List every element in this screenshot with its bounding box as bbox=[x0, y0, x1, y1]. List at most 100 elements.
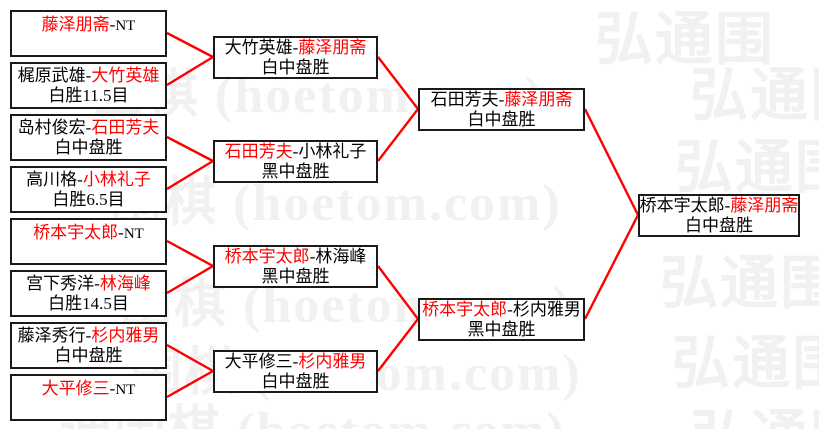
player-separator: - bbox=[292, 142, 299, 162]
winner-name: 桥本宇太郎 bbox=[224, 247, 310, 267]
match-box-r1m5[interactable]: 桥本宇太郎-NT bbox=[10, 218, 167, 265]
match-players: 石田芳夫-小林礼子 bbox=[225, 142, 367, 161]
player-separator: - bbox=[85, 118, 92, 138]
loser-name: 林海峰 bbox=[315, 247, 367, 267]
match-result: 白中盘胜 bbox=[261, 371, 330, 391]
loser-name: 大平修三 bbox=[224, 352, 293, 372]
player-separator: - bbox=[94, 274, 100, 294]
connector-r1m3-r1m4-to-r2m2 bbox=[166, 135, 216, 191]
player-separator: - bbox=[498, 90, 505, 110]
player-separator: - bbox=[85, 326, 92, 346]
loser-name: 藤泽秀行 bbox=[17, 326, 86, 346]
loser-name: NT bbox=[123, 226, 144, 242]
match-result: 白中盘胜 bbox=[685, 215, 753, 235]
winner-name: 林海峰 bbox=[99, 274, 151, 294]
watermark-text: 弘通围 bbox=[690, 63, 819, 128]
winner-name: 杉内雅男 bbox=[91, 326, 160, 346]
match-players: 桥本宇太郎-林海峰 bbox=[225, 247, 367, 266]
match-box-r1m1[interactable]: 藤泽朋斋-NT bbox=[10, 10, 167, 57]
watermark-text: 弘通围 bbox=[675, 135, 819, 200]
winner-name: 小林礼子 bbox=[82, 170, 151, 190]
player-separator: - bbox=[85, 66, 92, 86]
match-players: 宫下秀洋-林海峰 bbox=[26, 274, 151, 293]
loser-name: 桥本宇太郎 bbox=[639, 196, 725, 216]
player-separator: - bbox=[507, 300, 513, 320]
winner-name: 藤泽朋斋 bbox=[298, 38, 367, 58]
connector-r1m1-r1m2-to-r2m1 bbox=[166, 31, 216, 87]
match-players: 石田芳夫-藤泽朋斋 bbox=[431, 90, 573, 109]
winner-name: 藤泽朋斋 bbox=[504, 90, 573, 110]
match-result: 白胜6.5目 bbox=[52, 189, 125, 209]
player-separator: - bbox=[724, 196, 731, 216]
match-box-r1m2[interactable]: 梶原武雄-大竹英雄白胜11.5目 bbox=[10, 62, 167, 109]
loser-name: 梶原武雄 bbox=[17, 66, 86, 86]
winner-name: 藤泽朋斋 bbox=[730, 196, 799, 216]
player-separator: - bbox=[292, 352, 299, 372]
winner-name: 大平修三 bbox=[41, 379, 110, 398]
match-box-r2m2[interactable]: 石田芳夫-小林礼子黑中盘胜 bbox=[213, 140, 378, 183]
match-box-r2m4[interactable]: 大平修三-杉内雅男白中盘胜 bbox=[213, 350, 378, 393]
loser-name: 高川格 bbox=[26, 170, 78, 190]
watermark-text: 弘通围 bbox=[595, 7, 776, 72]
match-players: 岛村俊宏-石田芳夫 bbox=[18, 118, 160, 137]
match-players: 藤泽秀行-杉内雅男 bbox=[18, 326, 160, 345]
watermark-text: 围棋 (hoetom.com) bbox=[110, 175, 562, 232]
connector-r3m1-r3m2-to-r4m1 bbox=[583, 108, 640, 320]
match-result: 白中盘胜 bbox=[54, 345, 123, 365]
winner-name: 大竹英雄 bbox=[91, 66, 160, 86]
match-players: 桥本宇太郎-杉内雅男 bbox=[422, 300, 581, 319]
watermark-text: 弘通围 bbox=[690, 390, 819, 429]
loser-name: 石田芳夫 bbox=[430, 90, 499, 110]
match-result: 白中盘胜 bbox=[261, 57, 330, 77]
watermark-text: 弘通围 bbox=[672, 331, 819, 396]
match-result: 白胜14.5目 bbox=[48, 293, 129, 313]
match-players: 桥本宇太郎-NT bbox=[33, 223, 144, 243]
match-players: 梶原武雄-大竹英雄 bbox=[18, 66, 160, 85]
match-players: 高川格-小林礼子 bbox=[26, 170, 151, 189]
match-result: 白胜11.5目 bbox=[48, 85, 129, 105]
player-separator: - bbox=[109, 379, 116, 398]
match-result: 黑中盘胜 bbox=[261, 266, 330, 286]
player-separator: - bbox=[77, 170, 83, 190]
loser-name: 岛村俊宏 bbox=[17, 118, 86, 138]
winner-name: 杉内雅男 bbox=[298, 352, 367, 372]
loser-name: NT bbox=[115, 18, 136, 34]
player-separator: - bbox=[292, 38, 299, 58]
connector-r2m3-r2m4-to-r3m2 bbox=[377, 265, 420, 372]
match-box-r1m7[interactable]: 藤泽秀行-杉内雅男白中盘胜 bbox=[10, 322, 167, 369]
match-box-r2m3[interactable]: 桥本宇太郎-林海峰黑中盘胜 bbox=[213, 245, 378, 288]
match-players: 桥本宇太郎-藤泽朋斋 bbox=[640, 196, 799, 215]
match-players: 藤泽朋斋-NT bbox=[42, 15, 136, 35]
match-box-r3m2[interactable]: 桥本宇太郎-杉内雅男黑中盘胜 bbox=[418, 298, 585, 341]
loser-name: 大竹英雄 bbox=[224, 38, 293, 58]
winner-name: 桥本宇太郎 bbox=[33, 223, 119, 242]
match-box-r1m4[interactable]: 高川格-小林礼子白胜6.5目 bbox=[10, 166, 167, 213]
loser-name: 宫下秀洋 bbox=[26, 274, 95, 294]
match-players: 大平修三-NT bbox=[42, 379, 136, 399]
loser-name: 小林礼子 bbox=[298, 142, 367, 162]
match-box-r1m8[interactable]: 大平修三-NT bbox=[10, 374, 167, 421]
match-box-r2m1[interactable]: 大竹英雄-藤泽朋斋白中盘胜 bbox=[213, 36, 378, 79]
match-box-r1m6[interactable]: 宫下秀洋-林海峰白胜14.5目 bbox=[10, 270, 167, 317]
winner-name: 桥本宇太郎 bbox=[422, 300, 508, 320]
winner-name: 石田芳夫 bbox=[91, 118, 160, 138]
connector-r2m1-r2m2-to-r3m1 bbox=[377, 56, 420, 162]
match-result: 白中盘胜 bbox=[467, 109, 536, 129]
match-result: 黑中盘胜 bbox=[467, 319, 536, 339]
match-box-r1m3[interactable]: 岛村俊宏-石田芳夫白中盘胜 bbox=[10, 114, 167, 161]
match-result: 黑中盘胜 bbox=[261, 161, 330, 181]
player-separator: - bbox=[118, 223, 124, 242]
match-players: 大竹英雄-藤泽朋斋 bbox=[225, 38, 367, 57]
winner-name: 石田芳夫 bbox=[224, 142, 293, 162]
match-box-r3m1[interactable]: 石田芳夫-藤泽朋斋白中盘胜 bbox=[418, 88, 585, 131]
player-separator: - bbox=[109, 15, 116, 34]
match-result: 白中盘胜 bbox=[54, 137, 123, 157]
winner-name: 藤泽朋斋 bbox=[41, 15, 110, 34]
connector-r1m7-r1m8-to-r2m4 bbox=[166, 343, 216, 399]
match-box-r4m1[interactable]: 桥本宇太郎-藤泽朋斋白中盘胜 bbox=[638, 194, 800, 237]
player-separator: - bbox=[309, 247, 316, 267]
loser-name: 杉内雅男 bbox=[512, 300, 581, 320]
match-players: 大平修三-杉内雅男 bbox=[225, 352, 367, 371]
